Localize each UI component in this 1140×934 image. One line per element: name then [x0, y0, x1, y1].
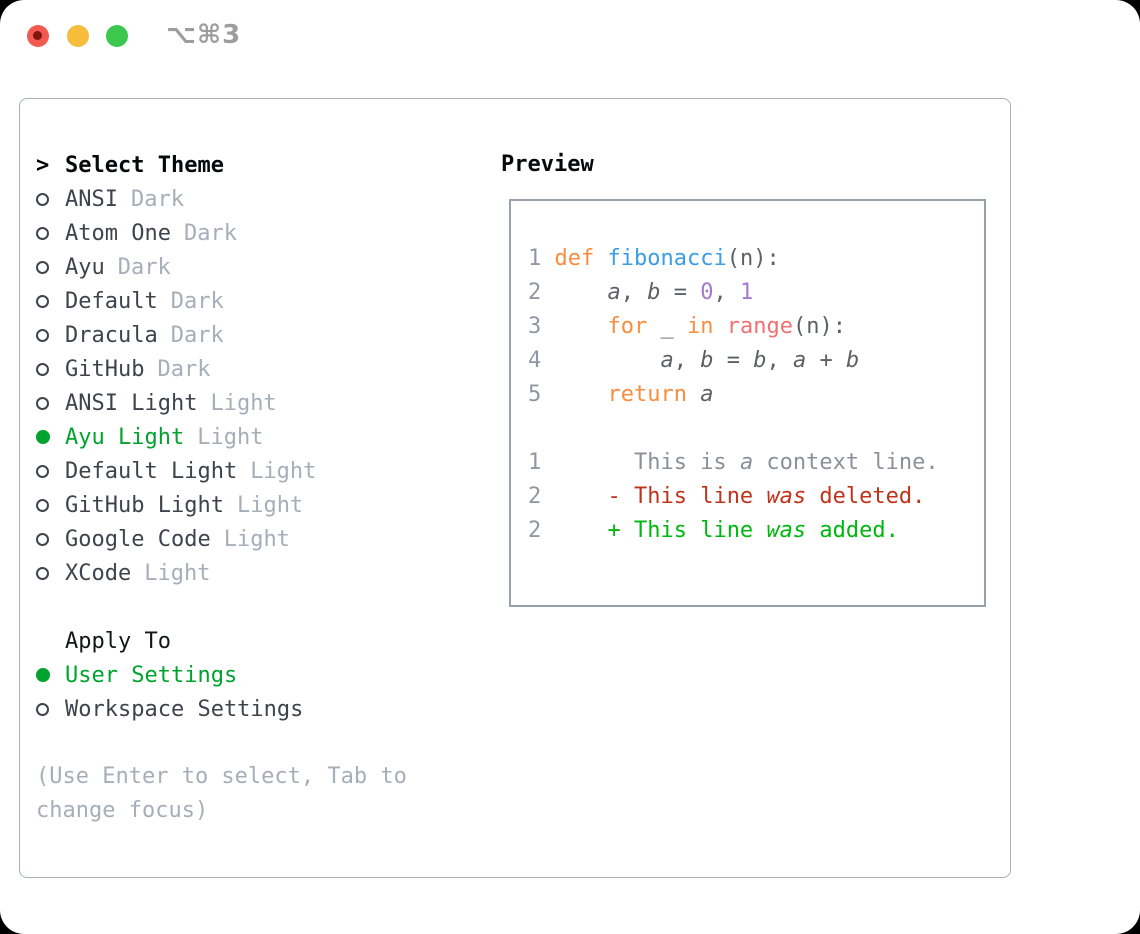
option-label: GitHub Light: [65, 492, 224, 518]
option-label: ANSI Light: [65, 390, 198, 416]
theme-item[interactable]: Default Dark: [36, 284, 466, 318]
variant-tag: Dark: [183, 220, 237, 246]
radio-unselected-icon: [36, 396, 65, 410]
theme-item[interactable]: ANSI Light Light: [36, 386, 466, 420]
option-label: Atom One: [65, 220, 171, 246]
theme-item[interactable]: GitHub Dark: [36, 352, 466, 386]
option-label: Default Light: [65, 458, 238, 484]
theme-item[interactable]: Google Code Light: [36, 522, 466, 556]
minimize-button[interactable]: [67, 25, 89, 47]
option-label: Ayu Light: [65, 424, 185, 450]
variant-tag: Light: [250, 458, 317, 484]
apply-to-header: Apply To: [36, 624, 466, 658]
theme-item[interactable]: Default Light Light: [36, 454, 466, 488]
option-label: Default: [65, 288, 158, 314]
variant-tag: Light: [197, 424, 264, 450]
option-label: ANSI: [65, 186, 118, 212]
variant-tag: Dark: [157, 356, 211, 382]
radio-unselected-icon: [36, 566, 65, 580]
theme-item[interactable]: Atom One Dark: [36, 216, 466, 250]
close-button[interactable]: [27, 25, 49, 47]
radio-unselected-icon: [36, 260, 65, 274]
radio-unselected-icon: [36, 362, 65, 376]
focus-caret-icon: >: [36, 152, 50, 178]
keyboard-hint: (Use Enter to select, Tab to change focu…: [36, 764, 407, 823]
option-label: GitHub: [65, 356, 145, 382]
radio-unselected-icon: [36, 464, 65, 478]
spacer: [36, 726, 466, 760]
radio-unselected-icon: [36, 532, 65, 546]
code-line: 2 + This line was added.: [528, 518, 899, 543]
radio-unselected-icon: [36, 226, 65, 240]
option-label: Dracula: [65, 322, 158, 348]
theme-item[interactable]: XCode Light: [36, 556, 466, 590]
theme-item[interactable]: GitHub Light Light: [36, 488, 466, 522]
radio-unselected-icon: [36, 498, 65, 512]
radio-unselected-icon: [36, 702, 65, 716]
code-preview: 1 def fibonacci(n): 2 a, b = 0, 1 3 for …: [511, 201, 984, 548]
radio-selected-icon: [36, 430, 65, 444]
apply-to-option[interactable]: Workspace Settings: [36, 692, 466, 726]
apply-to-option[interactable]: User Settings: [36, 658, 466, 692]
variant-tag: Dark: [117, 254, 171, 280]
spacer: [36, 590, 466, 624]
zoom-button[interactable]: [106, 25, 128, 47]
apply-to-label: Apply To: [65, 628, 171, 654]
select-theme-label: Select Theme: [65, 152, 224, 178]
variant-tag: Dark: [170, 288, 224, 314]
variant-tag: Dark: [130, 186, 184, 212]
theme-item[interactable]: Dracula Dark: [36, 318, 466, 352]
code-line: 3 for _ in range(n):: [528, 314, 846, 339]
option-label: XCode: [65, 560, 132, 586]
option-label: Google Code: [65, 526, 211, 552]
preview-label: Preview: [501, 152, 594, 177]
code-line: 1 def fibonacci(n):: [528, 246, 780, 271]
code-line: 1 This is a context line.: [528, 450, 939, 475]
radio-unselected-icon: [36, 294, 65, 308]
radio-selected-icon: [36, 668, 65, 682]
option-label: User Settings: [65, 662, 238, 688]
radio-unselected-icon: [36, 328, 65, 342]
theme-item[interactable]: ANSI Dark: [36, 182, 466, 216]
theme-item[interactable]: Ayu Light Light: [36, 420, 466, 454]
theme-item[interactable]: Ayu Dark: [36, 250, 466, 284]
variant-tag: Light: [236, 492, 304, 518]
variant-tag: Dark: [170, 322, 224, 348]
code-line: 4 a, b = b, a + b: [528, 348, 860, 373]
variant-tag: Light: [144, 560, 211, 586]
option-label: Ayu: [65, 254, 105, 280]
select-theme-header: > Select Theme: [36, 148, 466, 182]
variant-tag: Light: [223, 526, 290, 552]
code-line: 2 - This line was deleted.: [528, 484, 926, 509]
preview-box: 1 def fibonacci(n): 2 a, b = 0, 1 3 for …: [509, 199, 986, 607]
variant-tag: Light: [210, 390, 277, 416]
radio-unselected-icon: [36, 192, 65, 206]
option-label: Workspace Settings: [65, 696, 304, 722]
code-line: 5 return a: [528, 382, 714, 407]
code-line: 2 a, b = 0, 1: [528, 280, 754, 305]
window-shortcut-label: ⌥⌘3: [166, 20, 242, 50]
